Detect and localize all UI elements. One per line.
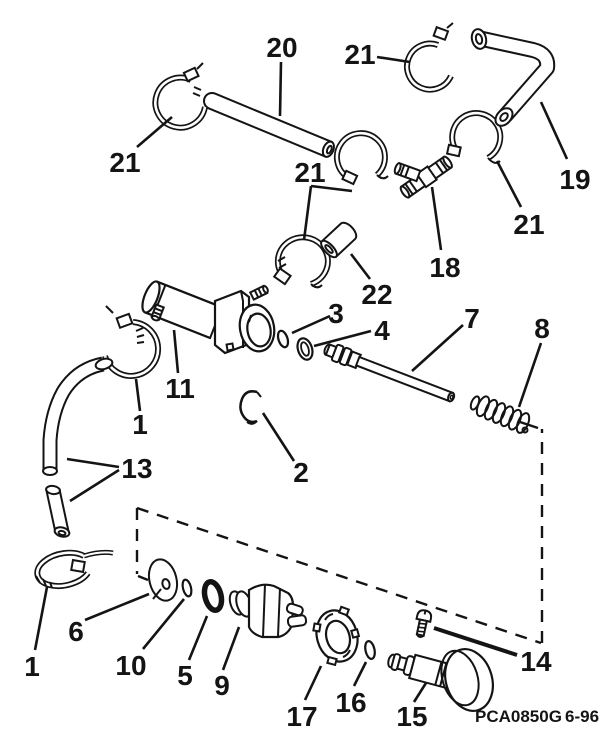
callout-1-lower: 1: [24, 651, 40, 682]
part-19-elbow-hose: [470, 28, 556, 127]
part-21-clamp-lower-mid: [272, 234, 331, 289]
callout-6: 6: [68, 616, 84, 647]
leader-2: [261, 412, 296, 462]
part-13-hose: [42, 356, 114, 538]
part-21-clamp-top-left: [152, 62, 208, 131]
leader-11: [172, 329, 180, 374]
callout-7: 7: [464, 303, 480, 334]
part-17-retainer-ring: [312, 605, 361, 667]
part-2-clip: [239, 390, 262, 425]
leader-16: [352, 661, 368, 687]
leader-19: [539, 101, 569, 160]
part-3-o-ring: [276, 329, 290, 349]
callout-16: 16: [335, 687, 366, 718]
callout-21-right: 21: [513, 209, 544, 240]
detail-boundary-dashed-lines: [135, 420, 544, 645]
part-1-clamp-upper: [102, 305, 162, 379]
leader-21-right: [495, 160, 523, 208]
diagram-code: PCA0850G: [475, 707, 562, 726]
leader-10: [141, 598, 186, 650]
part-20-tube: [203, 92, 335, 158]
leader-18: [430, 186, 443, 251]
footer: PCA0850G 6-96: [475, 707, 599, 726]
leader-5: [187, 615, 209, 661]
callout-3: 3: [328, 298, 344, 329]
part-4-o-ring: [296, 337, 314, 361]
leader-4: [313, 329, 372, 348]
part-1-clamp-lower: [34, 549, 114, 589]
callout-5: 5: [177, 660, 193, 691]
callout-13: 13: [121, 453, 152, 484]
callout-19: 19: [559, 164, 590, 195]
diagram-date: 6-96: [565, 707, 599, 726]
leader-6: [84, 592, 150, 622]
part-14-screw: [415, 609, 433, 638]
part-18-tee-fitting: [393, 155, 453, 199]
leader-1-upper: [134, 378, 142, 412]
callout-10: 10: [115, 650, 146, 681]
callout-14: 14: [520, 646, 552, 677]
leader-3: [291, 314, 331, 335]
leader-21-mid-bracket: [302, 184, 353, 241]
leader-15: [412, 682, 428, 703]
callout-2: 2: [293, 457, 309, 488]
callout-11: 11: [165, 373, 195, 404]
leader-9: [221, 626, 241, 671]
callout-21-top-left: 21: [109, 147, 140, 178]
leader-13-bracket: [66, 457, 120, 503]
part-16-o-ring: [364, 640, 376, 660]
callout-9: 9: [214, 670, 230, 701]
leader-7: [411, 324, 464, 372]
leader-17: [303, 665, 323, 701]
callout-1-upper: 1: [132, 409, 148, 440]
leader-22: [349, 253, 372, 280]
leader-14: [433, 626, 518, 657]
part-7-pickup-tube: [323, 343, 456, 403]
part-10-o-ring: [181, 578, 193, 598]
callout-8: 8: [534, 313, 550, 344]
callout-21-mid: 21: [294, 157, 325, 188]
spring-boundary-connector: [519, 420, 539, 430]
leader-20: [278, 61, 283, 117]
callout-18: 18: [429, 252, 460, 283]
part-5-o-ring: [201, 579, 225, 613]
callout-22: 22: [361, 279, 392, 310]
callout-17: 17: [286, 701, 317, 732]
part-22-sleeve: [320, 221, 358, 259]
part-8-spring: [469, 395, 531, 434]
callout-15: 15: [396, 701, 427, 732]
callout-21-top-mid: 21: [344, 39, 375, 70]
leader-1-lower: [33, 586, 49, 651]
part-6-washer: [147, 558, 179, 602]
leader-21-top-left: [136, 116, 173, 148]
leader-21-top-mid: [376, 55, 411, 64]
part-21-clamp-mid: [333, 130, 389, 186]
leader-8: [517, 342, 543, 408]
callout-20: 20: [266, 32, 297, 63]
part-21-clamp-top-mid: [404, 22, 454, 93]
part-11-pump-body: [141, 280, 276, 355]
part-15-plunger: [387, 648, 494, 712]
part-21-clamp-right: [445, 110, 504, 164]
part-9-check-valve: [228, 583, 308, 639]
callout-4: 4: [374, 315, 390, 346]
